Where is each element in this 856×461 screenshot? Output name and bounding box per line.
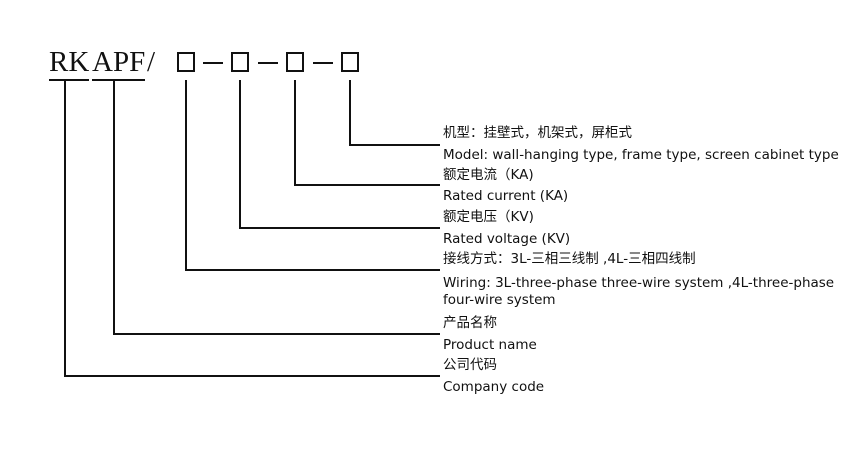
code-dash	[203, 62, 223, 64]
product-name-label-en: Product name	[443, 337, 537, 353]
wiring-placeholder-box	[177, 52, 195, 72]
code-dash	[313, 62, 333, 64]
rated-current-label-en: Rated current (KA)	[443, 188, 569, 204]
product-name-code-text: APF	[92, 46, 146, 81]
product-name-label-cn: 产品名称	[443, 315, 497, 331]
company-code-label-cn: 公司代码	[443, 357, 497, 373]
code-dash	[258, 62, 278, 64]
rated-voltage-placeholder-box	[231, 52, 249, 72]
wiring-label-cn: 接线方式：3L-三相三线制 ,4L-三相四线制	[443, 251, 696, 267]
connector-product-name	[113, 80, 440, 335]
company-code-label-en: Company code	[443, 379, 545, 395]
company-code-text: RK	[49, 46, 90, 81]
model-label-en: Model: wall-hanging type, frame type, sc…	[443, 147, 839, 163]
connector-company-code	[64, 80, 440, 377]
rated-current-label-cn: 额定电流（KA)	[443, 167, 534, 183]
wiring-label-en: Wiring: 3L-three-phase three-wire system…	[443, 275, 835, 308]
rated-voltage-label-cn: 额定电压（KV)	[443, 209, 534, 225]
code-slash: /	[147, 46, 156, 78]
connector-model	[349, 80, 440, 146]
connector-wiring	[185, 80, 440, 271]
rated-current-placeholder-box	[286, 52, 304, 72]
rated-voltage-label-en: Rated voltage (KV)	[443, 231, 571, 247]
model-label-cn: 机型：挂壁式，机架式，屏柜式	[443, 125, 632, 141]
model-placeholder-box	[341, 52, 359, 72]
connector-rated-voltage	[239, 80, 440, 229]
connector-rated-current	[294, 80, 440, 186]
